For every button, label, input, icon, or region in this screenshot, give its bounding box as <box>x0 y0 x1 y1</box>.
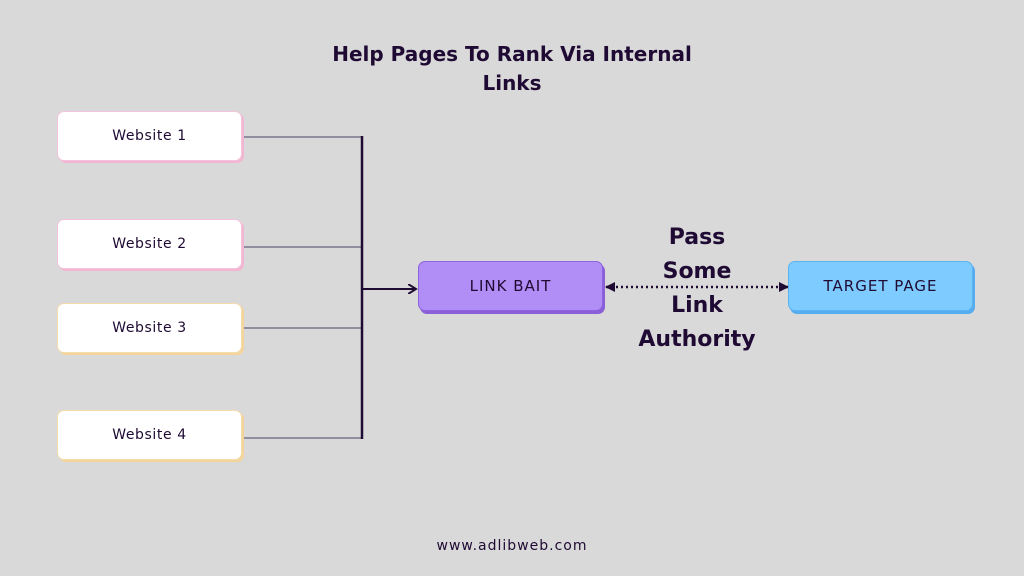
website-3-node: Website 3 <box>57 303 242 353</box>
website-1-node: Website 1 <box>57 111 242 161</box>
target-page-node: TARGET PAGE <box>788 261 973 311</box>
link-bait-node: LINK BAIT <box>418 261 603 311</box>
connector-label-line-4: Authority <box>638 327 756 352</box>
footer-url: www.adlibweb.com <box>436 538 588 554</box>
website-4-node: Website 4 <box>57 410 242 460</box>
connector-label-line-3: Link <box>671 293 723 318</box>
website-2-node: Website 2 <box>57 219 242 269</box>
connector-label-line-1: Pass <box>668 225 726 250</box>
connector-label-line-2: Some <box>662 259 732 284</box>
connector-label: Pass Some Link Authority <box>620 221 774 357</box>
diagram-title: Help Pages To Rank Via Internal Links <box>332 42 692 95</box>
